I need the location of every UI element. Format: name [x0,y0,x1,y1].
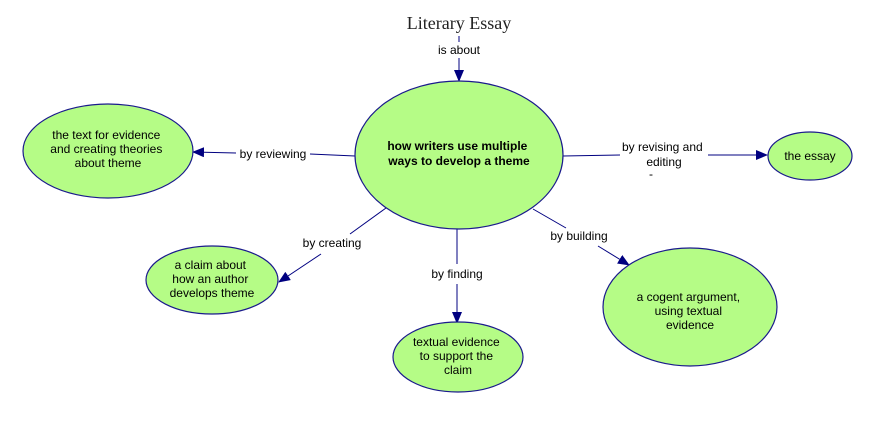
node-cogent-argument[interactable]: a cogent argument, using textual evidenc… [602,247,778,367]
node-claim-line-1: a claim about [175,258,247,272]
node-claim-line-3: develops theme [170,286,255,300]
link-label-by-reviewing: by reviewing [240,147,307,161]
node-center-label: how writers use multiple ways to develop… [387,139,530,168]
connector-by-building-lower [597,245,630,266]
connector-by-reviewing-left [192,147,237,158]
node-textual-evidence-label: textual evidence to support the claim [413,335,503,377]
node-text-evidence[interactable]: the text for evidence and creating theor… [22,103,194,199]
node-the-essay-label: the essay [784,149,835,163]
node-text-evidence-shape [22,103,194,199]
node-claim-line-2: how an author [172,272,248,286]
node-text-evidence-label: the text for evidence and creating theor… [50,128,165,170]
node-textual-evidence[interactable]: textual evidence to support the claim [392,321,524,393]
node-textual-evidence-line-2: to support the [420,349,494,363]
node-text-evidence-line-1: the text for evidence [52,128,160,142]
connector-by-revising-left [562,154,621,157]
node-cogent-argument-label: a cogent argument, using textual evidenc… [637,290,744,332]
connector-by-building-upper [532,208,567,229]
node-claim[interactable]: a claim about how an author develops the… [145,245,279,315]
node-center[interactable]: how writers use multiple ways to develop… [354,80,564,230]
link-label-is-about: is about [438,43,481,57]
node-cogent-argument-line-3: evidence [666,318,714,332]
link-label-by-revising: by revising and editing [622,140,706,169]
node-center-shape [354,80,564,230]
node-textual-evidence-line-3: claim [444,363,472,377]
connector-by-reviewing-right [309,153,356,157]
link-label-by-building: by building [550,229,607,243]
node-center-line-1: how writers use multiple [387,139,527,153]
link-label-by-revising-line-2: editing [646,155,681,169]
link-label-by-revising-line-1: by revising and [622,140,703,154]
node-textual-evidence-line-1: textual evidence [413,335,500,349]
diagram-title: Literary Essay [407,13,511,33]
link-label-by-revising-mark: - [649,167,653,181]
node-cogent-argument-line-2: using textual [655,304,722,318]
node-cogent-argument-shape [602,247,778,367]
connector-by-creating-upper [349,207,387,235]
link-label-by-creating: by creating [303,236,362,250]
node-claim-shape [145,245,279,315]
connectors [192,36,768,324]
node-textual-evidence-shape [392,321,524,393]
node-text-evidence-line-2: and creating theories [50,142,162,156]
node-text-evidence-line-3: about theme [75,156,142,170]
node-claim-label: a claim about how an author develops the… [170,258,255,300]
node-center-line-2: ways to develop a theme [387,154,530,168]
node-the-essay[interactable]: the essay [767,131,853,181]
link-label-by-finding: by finding [431,267,482,281]
node-the-essay-shape [767,131,853,181]
node-cogent-argument-line-1: a cogent argument, [637,290,740,304]
connector-by-creating-lower [278,253,322,283]
